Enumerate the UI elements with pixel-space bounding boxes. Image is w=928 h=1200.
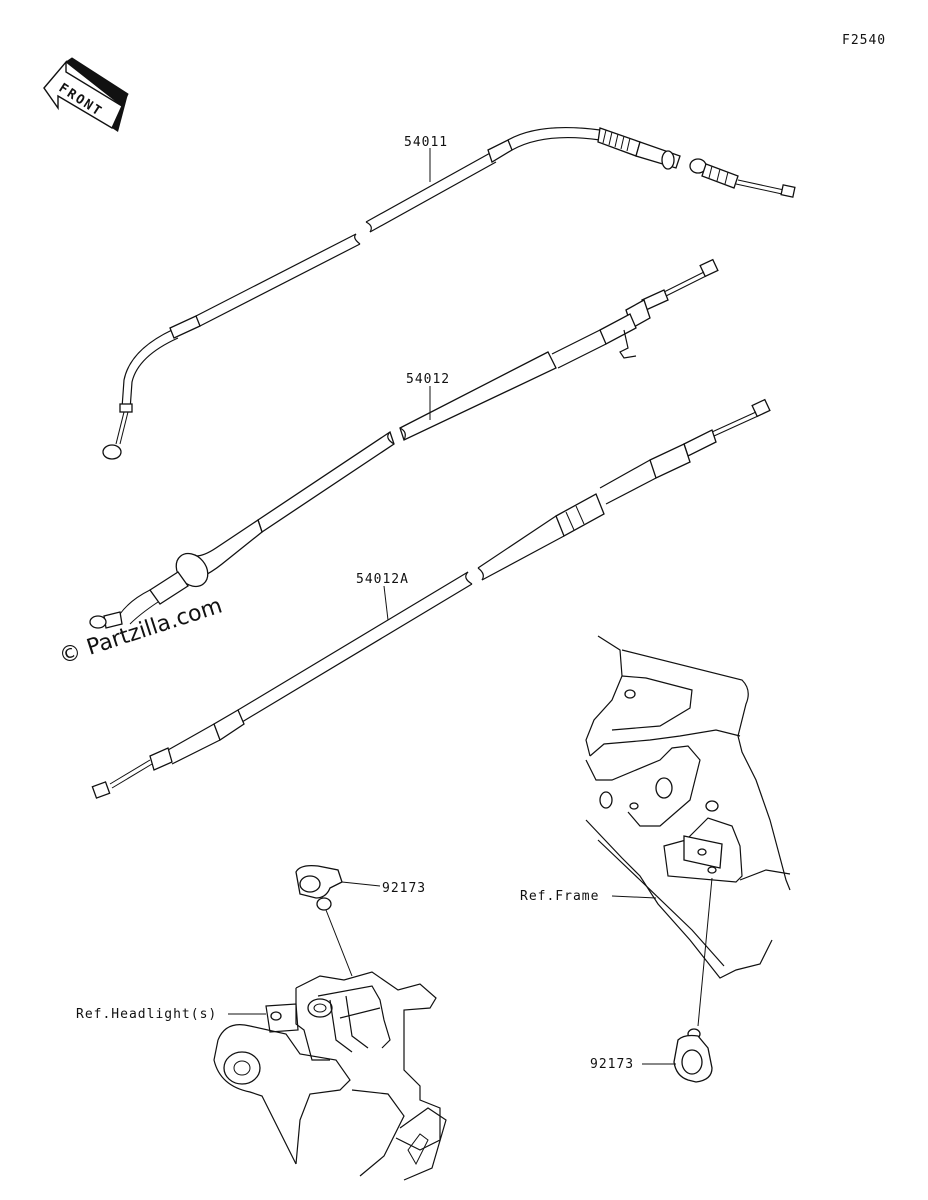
callout-54012: 54012 <box>406 372 450 387</box>
callout-92173-upper: 92173 <box>382 881 426 896</box>
callout-92173-lower: 92173 <box>590 1057 634 1072</box>
figure-code: F2540 <box>842 33 886 48</box>
ref-headlight-label: Ref.Headlight(s) <box>76 1007 217 1022</box>
cable-54012: 54012 <box>89 258 719 629</box>
throttle-cable-54011: 54011 <box>102 126 796 460</box>
frame-ref: Ref.Frame <box>520 635 791 1027</box>
headlight-bracket-ref: Ref.Headlight(s) <box>76 971 447 1181</box>
front-arrow-icon: FRONT <box>43 57 129 132</box>
callout-54012a: 54012A <box>356 572 409 587</box>
clamp-92173-lower: 92173 <box>590 1028 713 1083</box>
watermark: © Partzilla.com <box>56 593 225 669</box>
ref-frame-label: Ref.Frame <box>520 889 599 904</box>
clamp-92173-upper: 92173 <box>295 864 426 977</box>
callout-54011: 54011 <box>404 135 448 150</box>
cable-54012a: 54012A <box>91 398 771 799</box>
